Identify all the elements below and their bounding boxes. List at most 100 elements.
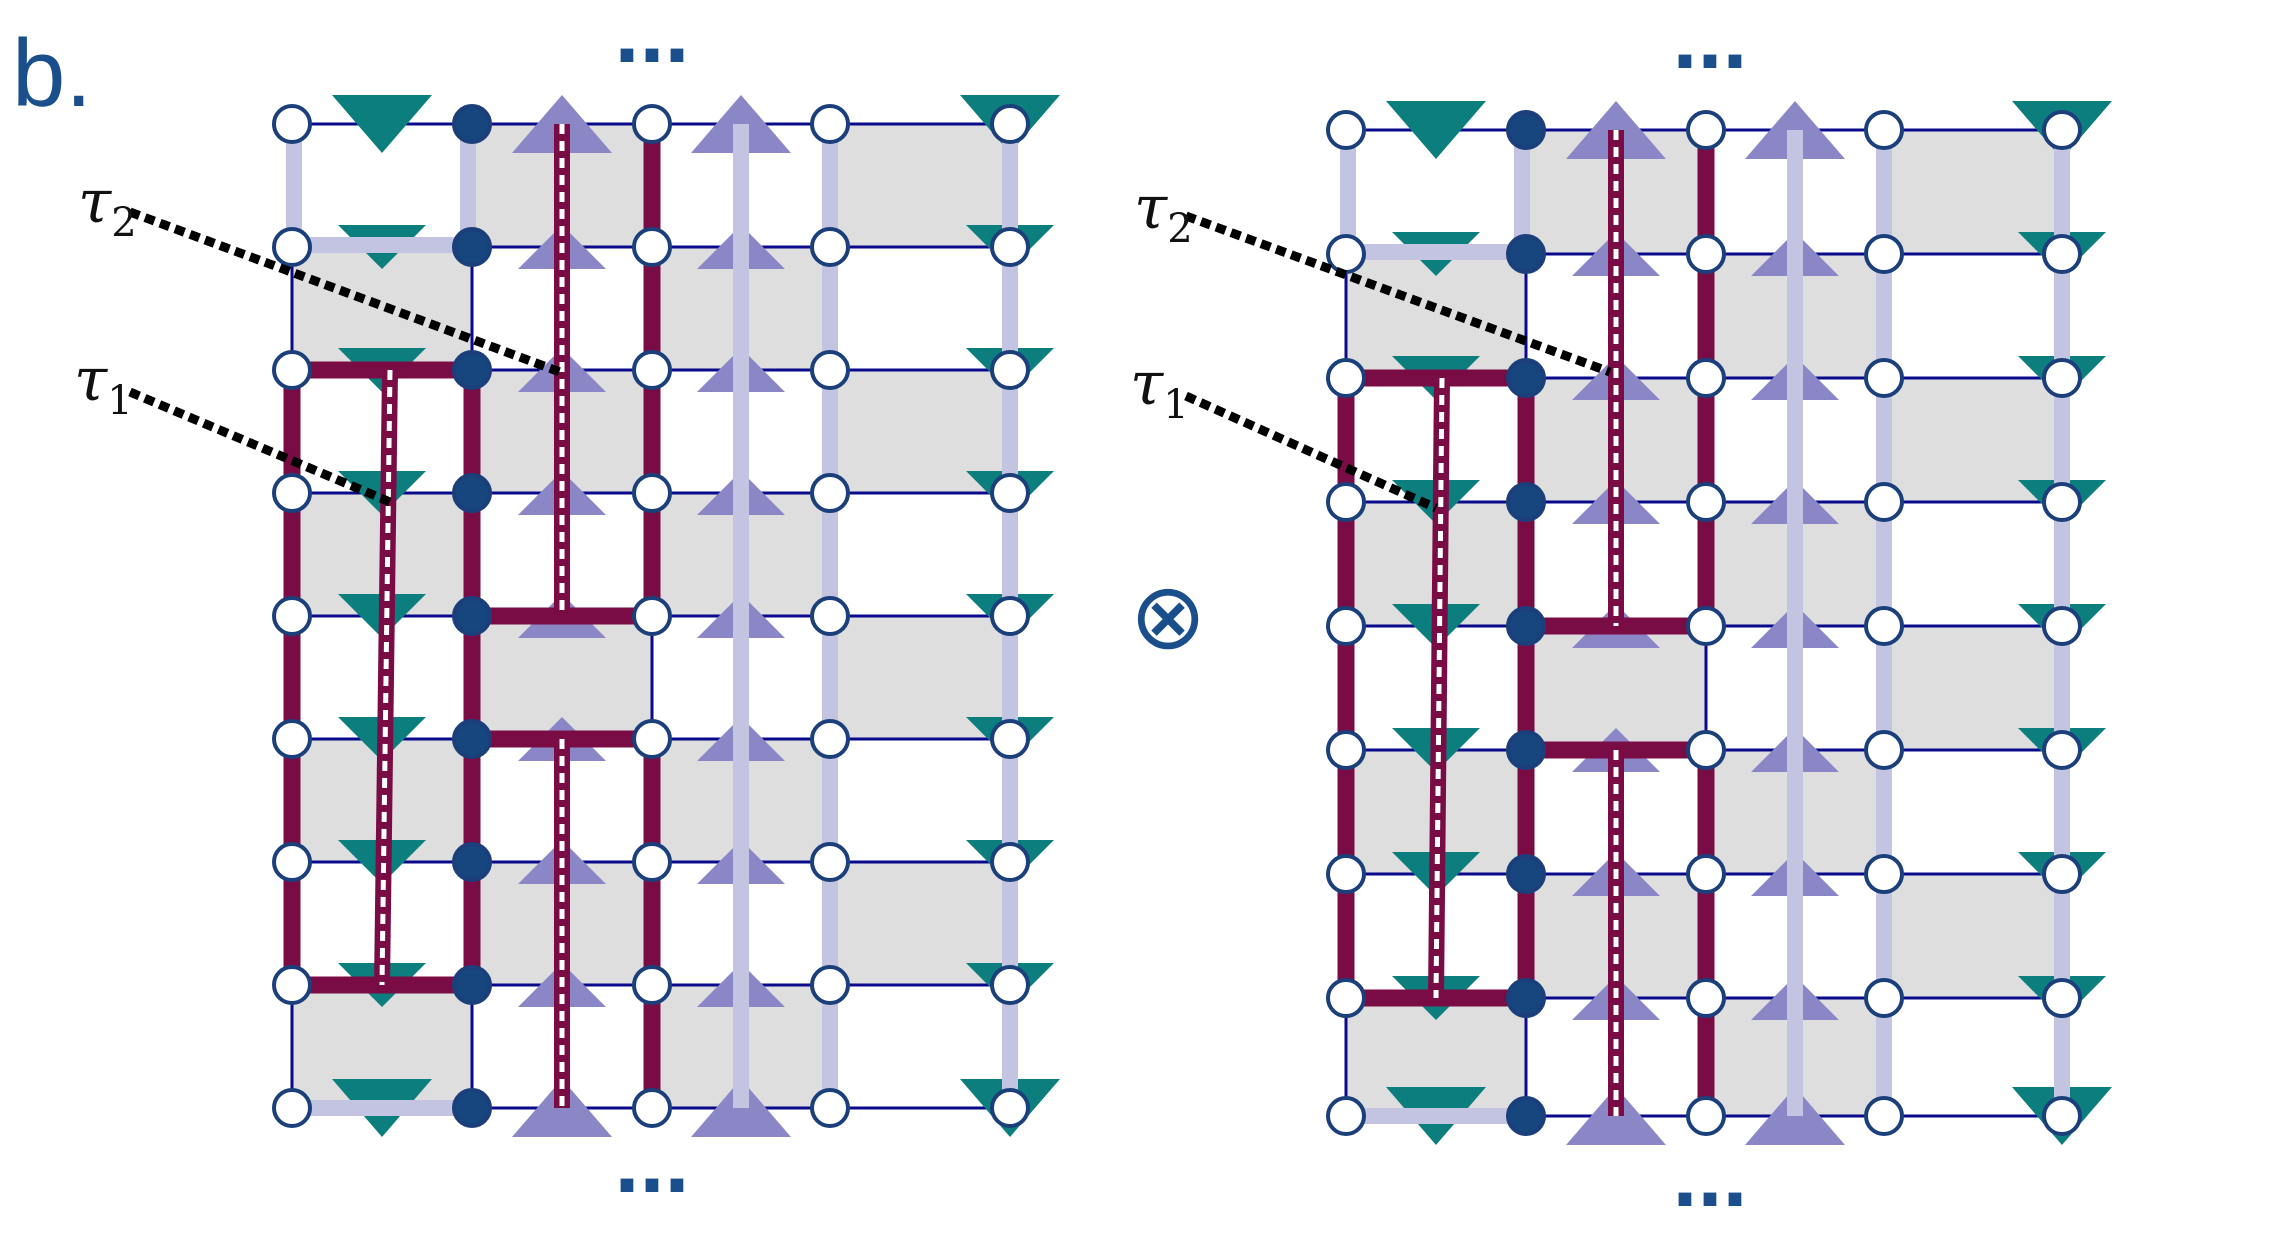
- filled-node: [452, 719, 492, 759]
- open-node: [990, 1088, 1030, 1128]
- tau-symbol: τ: [1134, 173, 1168, 243]
- open-node: [272, 227, 312, 267]
- open-node: [810, 1088, 850, 1128]
- panel-label: b.: [12, 20, 92, 127]
- tau-index: 1: [1163, 382, 1188, 428]
- open-node: [1686, 358, 1726, 398]
- open-node: [2042, 234, 2082, 274]
- open-node: [1864, 358, 1904, 398]
- open-node: [810, 104, 850, 144]
- open-node: [1864, 606, 1904, 646]
- open-node: [2042, 730, 2082, 770]
- filled-node: [1506, 606, 1546, 646]
- open-node: [272, 1088, 312, 1128]
- open-node: [1686, 730, 1726, 770]
- open-node: [1864, 110, 1904, 150]
- ellipsis-top-right: ...: [1672, 0, 1747, 88]
- open-node: [632, 104, 672, 144]
- open-node: [810, 719, 850, 759]
- filled-node: [452, 965, 492, 1005]
- open-node: [272, 473, 312, 513]
- open-node: [632, 965, 672, 1005]
- open-node: [1326, 606, 1366, 646]
- open-node: [810, 842, 850, 882]
- open-node: [990, 227, 1030, 267]
- filled-node: [1506, 482, 1546, 522]
- open-node: [2042, 606, 2082, 646]
- filled-node: [452, 842, 492, 882]
- dashed-string-core: [1433, 377, 1445, 999]
- open-node: [1326, 978, 1366, 1018]
- filled-node: [452, 104, 492, 144]
- filled-node: [1506, 854, 1546, 894]
- open-node: [1326, 730, 1366, 770]
- open-node: [1864, 234, 1904, 274]
- teal-down-triangle: [332, 95, 432, 153]
- tau-symbol: τ: [78, 167, 112, 237]
- open-node: [810, 965, 850, 1005]
- open-node: [2042, 854, 2082, 894]
- open-node: [810, 227, 850, 267]
- open-node: [1326, 234, 1366, 274]
- open-node: [1686, 854, 1726, 894]
- open-node: [990, 719, 1030, 759]
- filled-node: [452, 473, 492, 513]
- teal-down-triangle: [1386, 101, 1486, 159]
- ellipsis-bottom-left: ...: [614, 1112, 689, 1212]
- open-node: [1864, 854, 1904, 894]
- open-node: [632, 350, 672, 390]
- open-node: [632, 227, 672, 267]
- tau-symbol: τ: [74, 345, 108, 415]
- open-node: [272, 596, 312, 636]
- open-node: [990, 596, 1030, 636]
- filled-node: [1506, 1096, 1546, 1136]
- open-node: [990, 104, 1030, 144]
- tau-pointer: [128, 387, 392, 507]
- open-node: [1686, 1096, 1726, 1136]
- open-node: [2042, 978, 2082, 1018]
- filled-node: [1506, 110, 1546, 150]
- open-node: [1326, 358, 1366, 398]
- open-node: [990, 842, 1030, 882]
- open-node: [2042, 482, 2082, 522]
- open-node: [272, 842, 312, 882]
- right-lattice-panel: [1184, 101, 2112, 1145]
- filled-node: [1506, 978, 1546, 1018]
- tau-index: 1: [107, 378, 132, 424]
- open-node: [632, 842, 672, 882]
- open-node: [272, 104, 312, 144]
- tau-pointer: [1184, 211, 1612, 377]
- open-node: [632, 719, 672, 759]
- open-node: [632, 1088, 672, 1128]
- open-node: [1326, 1096, 1366, 1136]
- ellipsis-top-left: ...: [614, 0, 689, 82]
- open-node: [1864, 978, 1904, 1018]
- open-node: [990, 965, 1030, 1005]
- tau1-label-right: τ1: [1130, 349, 1189, 428]
- open-node: [1686, 234, 1726, 274]
- open-node: [810, 350, 850, 390]
- dashed-string-core: [379, 369, 393, 986]
- open-node: [2042, 110, 2082, 150]
- open-node: [1686, 482, 1726, 522]
- tau-index: 2: [111, 200, 136, 246]
- open-node: [272, 719, 312, 759]
- open-node: [1326, 482, 1366, 522]
- left-lattice-panel: [128, 95, 1060, 1137]
- filled-node: [1506, 730, 1546, 770]
- open-node: [1864, 730, 1904, 770]
- open-node: [1326, 110, 1366, 150]
- open-node: [2042, 358, 2082, 398]
- tau2-label-right: τ2: [1134, 173, 1193, 252]
- open-node: [1686, 978, 1726, 1018]
- open-node: [632, 596, 672, 636]
- open-node: [272, 350, 312, 390]
- open-node: [1686, 606, 1726, 646]
- open-node: [1864, 482, 1904, 522]
- open-node: [1864, 1096, 1904, 1136]
- light-loop-top: [286, 124, 476, 253]
- filled-node: [452, 350, 492, 390]
- tau-symbol: τ: [1130, 349, 1164, 419]
- open-node: [272, 965, 312, 1005]
